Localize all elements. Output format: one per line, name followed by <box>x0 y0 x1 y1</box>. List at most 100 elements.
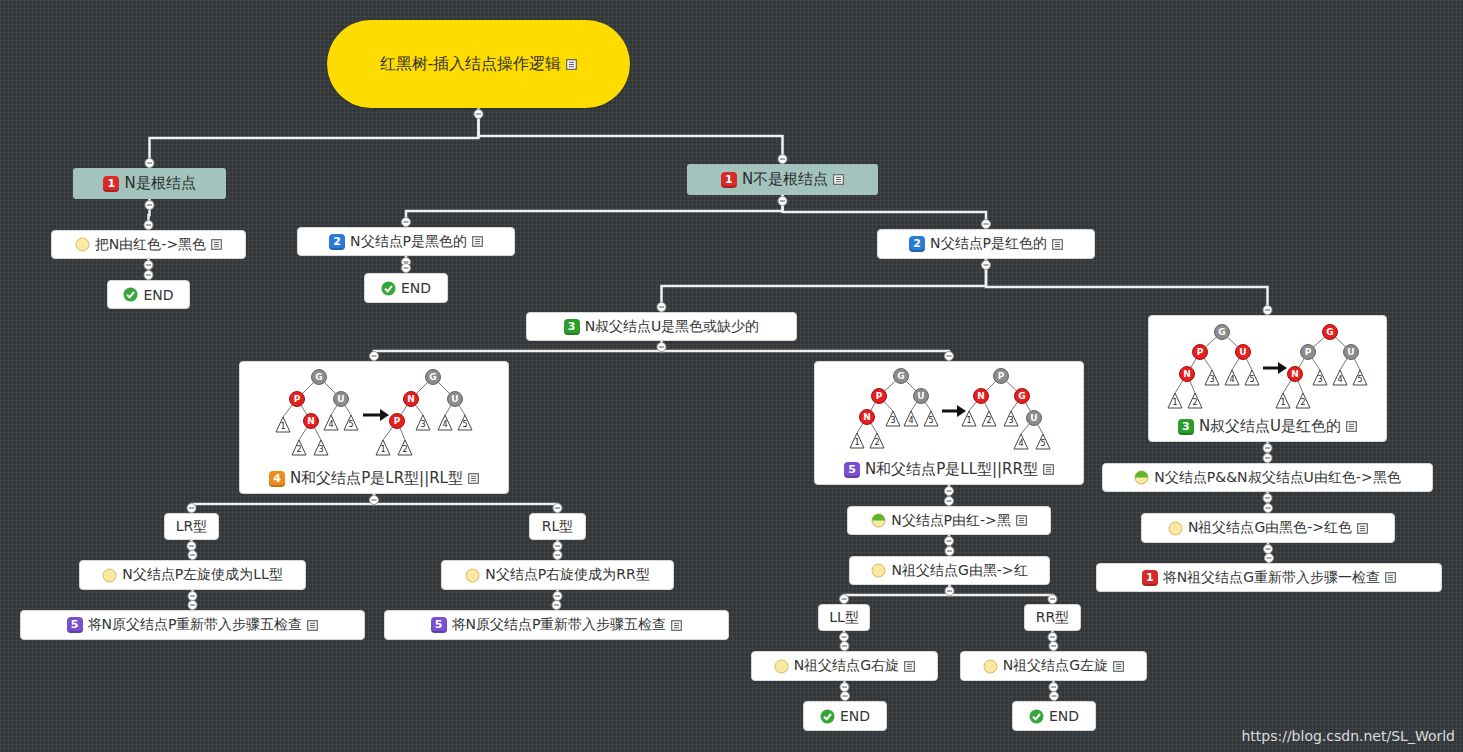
task-icon <box>983 659 998 674</box>
task-icon <box>1168 521 1183 536</box>
subtree-number: 5 <box>459 420 471 430</box>
topic-box: N父结点P&&N叔父结点U由红色->黑色 <box>1102 463 1433 492</box>
collapse-toggle <box>474 110 483 119</box>
topic-row: 5N和父结点P是LL型||RR型 <box>844 460 1054 479</box>
collapse-toggle <box>144 261 153 270</box>
tree-node-letter: N <box>1288 367 1302 381</box>
topic-row: LL型 <box>829 609 859 627</box>
collapse-toggle <box>187 542 196 551</box>
subtree-number: 2 <box>871 438 883 448</box>
topic-box: 2 N父结点P是红色的 <box>877 229 1095 259</box>
branch-connector <box>374 341 662 361</box>
topic-text: N父结点P右旋使成为RR型 <box>485 566 649 584</box>
task-icon <box>465 568 480 583</box>
step-badge: 2 <box>329 234 345 250</box>
note-icon <box>904 661 915 672</box>
step-badge: 3 <box>564 319 580 335</box>
topic-row: RL型 <box>542 518 574 536</box>
topic-box: 3N叔父结点U是黑色或缺少的 <box>526 312 797 341</box>
topic-row: LR型 <box>176 518 208 536</box>
topic-row: RR型 <box>1036 609 1069 627</box>
subtree-number: 4 <box>1015 439 1027 449</box>
tree-node-letter: U <box>1236 345 1250 359</box>
tree-node-letter: U <box>1027 411 1041 425</box>
topic-row: N祖父结点G左旋 <box>983 657 1124 675</box>
topic-text: 红黑树-插入结点操作逻辑 <box>380 54 562 75</box>
subtree-number: 5 <box>345 420 357 430</box>
topic-text: LL型 <box>829 609 859 627</box>
collapse-toggle <box>982 261 991 270</box>
tree-node-letter: P <box>872 389 886 403</box>
collapse-toggle <box>145 201 154 210</box>
topic-row: 1N不是根结点 <box>721 170 844 189</box>
tree-node-letter: G <box>1215 325 1229 339</box>
collapse-toggle <box>187 504 196 513</box>
tree-node-letter: G <box>312 370 326 384</box>
topic-box: 把N由红色->黑色 <box>51 230 246 259</box>
task-icon <box>774 659 789 674</box>
subtree-number: 1 <box>1169 398 1181 408</box>
topic-row: 红黑树-插入结点操作逻辑 <box>380 54 578 75</box>
subtree-number: 4 <box>325 420 337 430</box>
topic-box: 5将N原父结点P重新带入步骤五检查 <box>20 610 365 640</box>
collapse-toggle <box>1264 545 1273 554</box>
topic-text: N叔父结点U是红色的 <box>1199 417 1341 436</box>
topic-text: END <box>1049 708 1079 724</box>
topic-box: RR型 <box>1024 604 1081 631</box>
topic-text: N父结点P是红色的 <box>930 235 1047 253</box>
tree-node-letter: P <box>1193 345 1207 359</box>
topic-text: 把N由红色->黑色 <box>95 236 206 254</box>
tree-node-letter: P <box>390 414 404 428</box>
collapse-toggle <box>1263 454 1272 463</box>
tree-node-letter: U <box>914 389 928 403</box>
subtree-number: 1 <box>377 445 389 455</box>
topic-row: END <box>820 708 870 724</box>
topic-text: N父结点P是黑色的 <box>350 233 467 251</box>
tree-node-letter: N <box>1180 367 1194 381</box>
topic-box: 1N是根结点 <box>73 168 226 199</box>
collapse-toggle <box>840 595 849 604</box>
topic-text: N祖父结点G由黑色->红色 <box>1188 519 1352 537</box>
topic-row: 1将N祖父结点G重新带入步骤一检查 <box>1142 569 1396 587</box>
progress-icon <box>1134 470 1149 485</box>
collapse-toggle <box>1050 692 1059 701</box>
topic-row: N父结点P由红->黑 <box>871 512 1027 530</box>
collapse-toggle <box>552 601 561 610</box>
collapse-toggle <box>945 352 954 361</box>
collapse-toggle <box>144 271 153 280</box>
topic-row: 2 N父结点P是红色的 <box>909 235 1063 253</box>
topic-row: 5将N原父结点P重新带入步骤五检查 <box>431 616 683 634</box>
topic-text: END <box>840 708 870 724</box>
collapse-toggle <box>370 352 379 361</box>
topic-box: 5将N原父结点P重新带入步骤五检查 <box>384 610 729 640</box>
topic-row: END <box>123 287 173 303</box>
branch-connector <box>192 494 375 513</box>
note-icon <box>1043 464 1054 475</box>
subtree-number: 3 <box>1314 375 1326 385</box>
topic-text: N祖父结点G右旋 <box>794 657 899 675</box>
collapse-toggle <box>1264 504 1273 513</box>
collapse-toggle <box>553 542 562 551</box>
topic-row: N祖父结点G右旋 <box>774 657 915 675</box>
topic-text: END <box>143 287 173 303</box>
tree-node-letter: G <box>894 369 908 383</box>
step-badge: 2 <box>909 236 925 252</box>
topic-row: 3N叔父结点U是黑色或缺少的 <box>564 318 760 336</box>
subtree-number: 5 <box>925 416 937 426</box>
subtree-number: 5 <box>1037 439 1049 449</box>
collapse-toggle <box>778 197 787 206</box>
note-icon <box>833 174 844 185</box>
tree-node-letter: P <box>994 369 1008 383</box>
topic-text: END <box>401 280 431 296</box>
topic-text: RL型 <box>542 518 574 536</box>
topic-box: N祖父结点G由黑->红 <box>849 556 1050 585</box>
note-icon <box>671 620 682 631</box>
collapse-toggle <box>1049 642 1058 651</box>
step-badge: 5 <box>844 462 860 478</box>
tree-node-letter: P <box>1301 345 1315 359</box>
done-icon <box>123 287 138 302</box>
note-icon <box>1052 239 1063 250</box>
topic-text: N祖父结点G左旋 <box>1003 657 1108 675</box>
branch-connector <box>374 494 558 513</box>
collapse-toggle <box>945 497 954 506</box>
